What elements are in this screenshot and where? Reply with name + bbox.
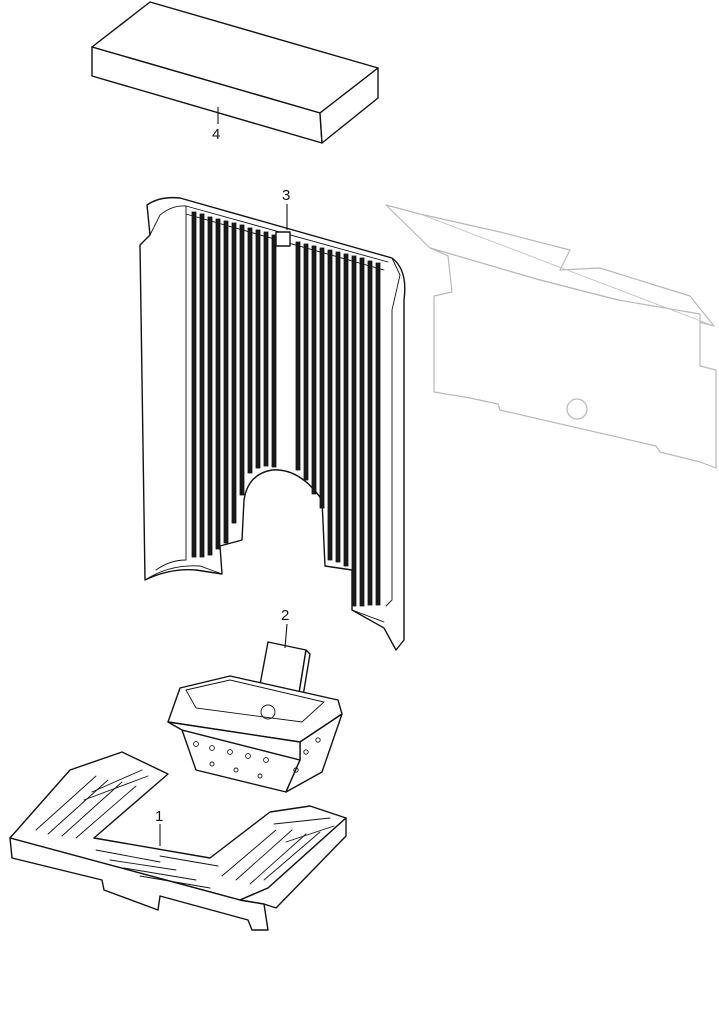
callout-2: 2	[281, 607, 289, 649]
callout-4-label: 4	[212, 126, 220, 143]
ghost-panel-hole	[566, 398, 588, 420]
callout-3: 3	[282, 187, 290, 230]
pot-inner-hole	[260, 704, 276, 720]
shell-screw-boss	[275, 231, 291, 247]
callout-4: 4	[212, 107, 220, 143]
part-3-ribbed-shell	[139, 196, 406, 651]
part-1-grate	[9, 751, 347, 931]
callout-3-label: 3	[282, 187, 290, 204]
callout-1-label: 1	[155, 808, 163, 825]
callout-1: 1	[155, 808, 163, 846]
ghost-back-panel	[385, 204, 717, 469]
pot-holes	[193, 737, 321, 779]
part-2-burner-pot	[167, 641, 343, 793]
grate-slots	[35, 769, 335, 889]
shell-ribs	[191, 211, 381, 607]
part-4-block	[91, 1, 379, 144]
callout-2-label: 2	[281, 607, 289, 624]
